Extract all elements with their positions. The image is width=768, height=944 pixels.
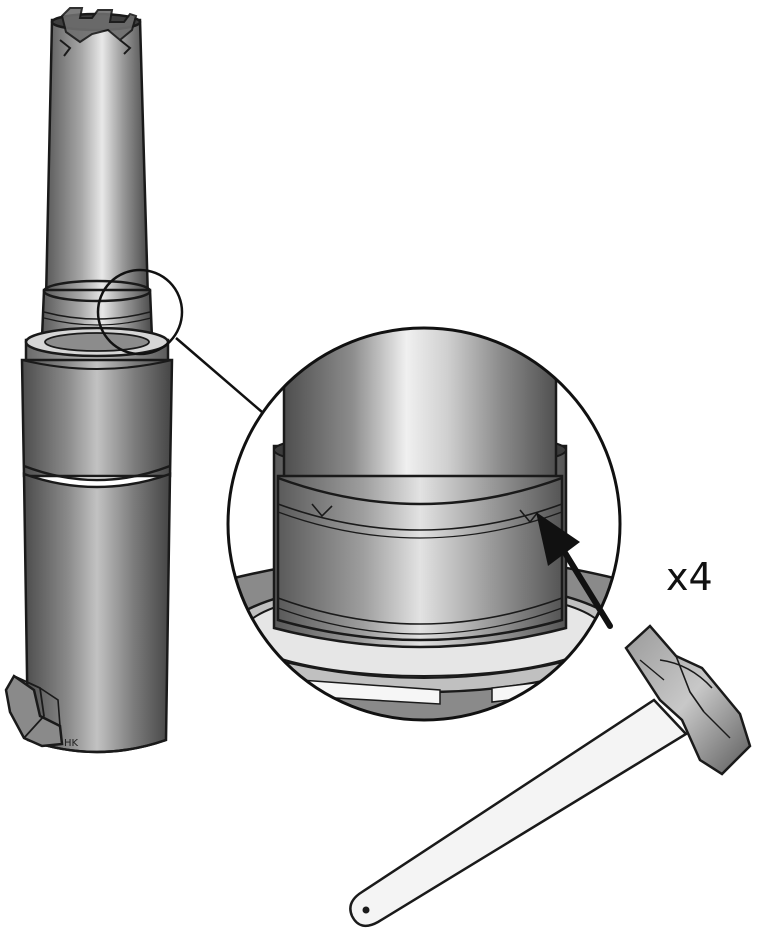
hammer-icon <box>349 624 752 928</box>
repeat-count-label: x4 <box>666 555 713 599</box>
zoomed-detail <box>226 326 622 722</box>
outer-body <box>20 358 174 754</box>
side-inlet <box>4 674 64 748</box>
impact-arrow-icon <box>536 512 613 629</box>
inner-tube <box>44 7 150 302</box>
strut-assembly: HK <box>4 7 184 754</box>
detail-zoom-icon <box>96 268 184 356</box>
engraving-label: HK <box>64 738 79 749</box>
callout-leader-line <box>175 337 263 413</box>
